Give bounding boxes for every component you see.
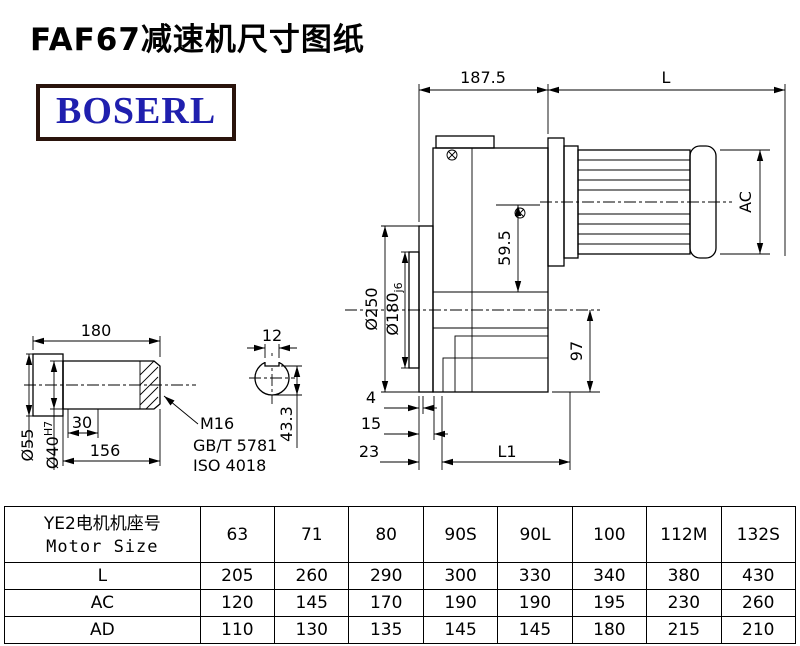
table-cell: 230 — [646, 589, 722, 617]
table-cell: 190 — [497, 589, 573, 617]
dim-97: 97 — [552, 310, 600, 393]
row-label-AD: AD — [4, 616, 201, 644]
output-hub-step — [454, 335, 549, 393]
table-cell: 430 — [720, 562, 797, 590]
dim-180: 180 — [32, 321, 161, 357]
motor-dimension-table: YE2电机机座号 Motor Size 63 71 80 90S 90L 100… — [4, 506, 797, 644]
table-cell: 380 — [646, 562, 722, 590]
brand-logo-text: BOSERL — [56, 90, 217, 132]
dim-180-label: 180 — [81, 321, 112, 340]
motor-cooling-fins — [578, 159, 690, 245]
page-title: FAF67减速机尺寸图纸 — [30, 22, 365, 58]
dim-12-label: 12 — [262, 326, 282, 345]
technical-drawing: 187.5 L AC Ø250 Ø180j6 59.5 97 — [18, 68, 786, 475]
size-col-112M: 112M — [646, 506, 722, 563]
row-label-AC: AC — [4, 589, 201, 617]
table-cell: 260 — [274, 562, 350, 590]
table-header-row: YE2电机机座号 Motor Size 63 71 80 90S 90L 100… — [4, 506, 797, 563]
dim-dia40: Ø40H7 — [42, 360, 63, 470]
bottom-dims: 4 15 23 L1 — [359, 388, 571, 470]
dim-59-5: 59.5 — [495, 204, 540, 293]
dim-dia250: Ø250 — [362, 225, 419, 393]
reducer-outline — [408, 135, 717, 393]
dim-L-label: L — [662, 68, 671, 87]
shaft-detail — [32, 353, 161, 417]
size-col-63: 63 — [199, 506, 276, 563]
size-col-90L: 90L — [497, 506, 573, 563]
output-hub-step2 — [442, 357, 549, 393]
motor-size-header-cell: YE2电机机座号 Motor Size — [4, 506, 201, 563]
dim-dia40-label: Ø40H7 — [42, 421, 62, 469]
thread-hatch — [139, 360, 159, 410]
thread-standard-gb: GB/T 5781 — [193, 436, 277, 455]
table-cell: 145 — [274, 589, 350, 617]
dim-dia250-label: Ø250 — [362, 287, 381, 330]
table-cell: 215 — [646, 616, 722, 644]
gear-housing — [432, 147, 549, 393]
thread-callout: M16 GB/T 5781 ISO 4018 — [163, 395, 277, 475]
dim-AC-label: AC — [736, 191, 755, 213]
shaft-cross-section — [254, 356, 290, 396]
table-cell: 130 — [274, 616, 350, 644]
table-cell: 145 — [497, 616, 573, 644]
row-label-L: L — [4, 562, 201, 590]
size-col-71: 71 — [274, 506, 350, 563]
dim-187-5-label: 187.5 — [460, 68, 506, 87]
dim-L: L — [548, 68, 786, 256]
table-row-AD: AD 110 130 135 145 145 180 215 210 — [4, 616, 797, 644]
flange-plate — [418, 225, 434, 393]
table-cell: 180 — [571, 616, 648, 644]
dim-15-label: 15 — [361, 414, 381, 433]
table-cell: 330 — [497, 562, 573, 590]
motor-size-label-cn: YE2电机机座号 — [43, 513, 161, 534]
table-row-AC: AC 120 145 170 190 190 195 230 260 — [4, 589, 797, 617]
dim-97-label: 97 — [567, 341, 586, 361]
dim-30: 30 — [67, 409, 99, 438]
thread-standard-iso: ISO 4018 — [193, 456, 266, 475]
dim-4-label: 4 — [366, 388, 376, 407]
dim-43-3: 43.3 — [274, 365, 302, 448]
dim-L1-label: L1 — [497, 442, 516, 461]
table-cell: 135 — [348, 616, 424, 644]
table-cell: 120 — [199, 589, 276, 617]
table-cell: 110 — [199, 616, 276, 644]
table-cell: 145 — [422, 616, 499, 644]
table-cell: 170 — [348, 589, 424, 617]
dim-23-label: 23 — [359, 442, 379, 461]
dim-dia55-label: Ø55 — [18, 429, 37, 462]
dim-AC: AC — [720, 149, 770, 255]
table-cell: 210 — [720, 616, 797, 644]
motor-size-label-en: Motor Size — [46, 537, 159, 558]
drill-mark-icon — [514, 207, 526, 219]
dim-43-3-label: 43.3 — [277, 406, 296, 442]
table-cell: 300 — [422, 562, 499, 590]
table-cell: 205 — [199, 562, 276, 590]
dim-dia180: Ø180j6 — [383, 251, 409, 369]
size-col-90S: 90S — [422, 506, 499, 563]
brand-logo-box: BOSERL — [36, 84, 237, 141]
size-col-80: 80 — [348, 506, 424, 563]
dim-30-label: 30 — [72, 413, 92, 432]
thread-label: M16 — [200, 414, 234, 433]
table-cell: 340 — [571, 562, 648, 590]
table-cell: 190 — [422, 589, 499, 617]
dim-187-5: 187.5 — [418, 68, 549, 222]
dim-156-label: 156 — [90, 441, 121, 460]
size-col-100: 100 — [571, 506, 648, 563]
dim-dia55: Ø55 — [18, 353, 37, 462]
dim-12: 12 — [247, 326, 297, 358]
size-col-132S: 132S — [720, 506, 797, 563]
table-cell: 260 — [720, 589, 797, 617]
table-cell: 195 — [571, 589, 648, 617]
table-cell: 290 — [348, 562, 424, 590]
housing-top-pad — [435, 135, 495, 149]
dim-dia180-label: Ø180j6 — [383, 282, 405, 335]
dim-156: 156 — [62, 409, 161, 466]
drill-mark-icon — [446, 149, 458, 161]
dim-59-5-label: 59.5 — [495, 230, 514, 266]
table-row-L: L 205 260 290 300 330 340 380 430 — [4, 562, 797, 590]
